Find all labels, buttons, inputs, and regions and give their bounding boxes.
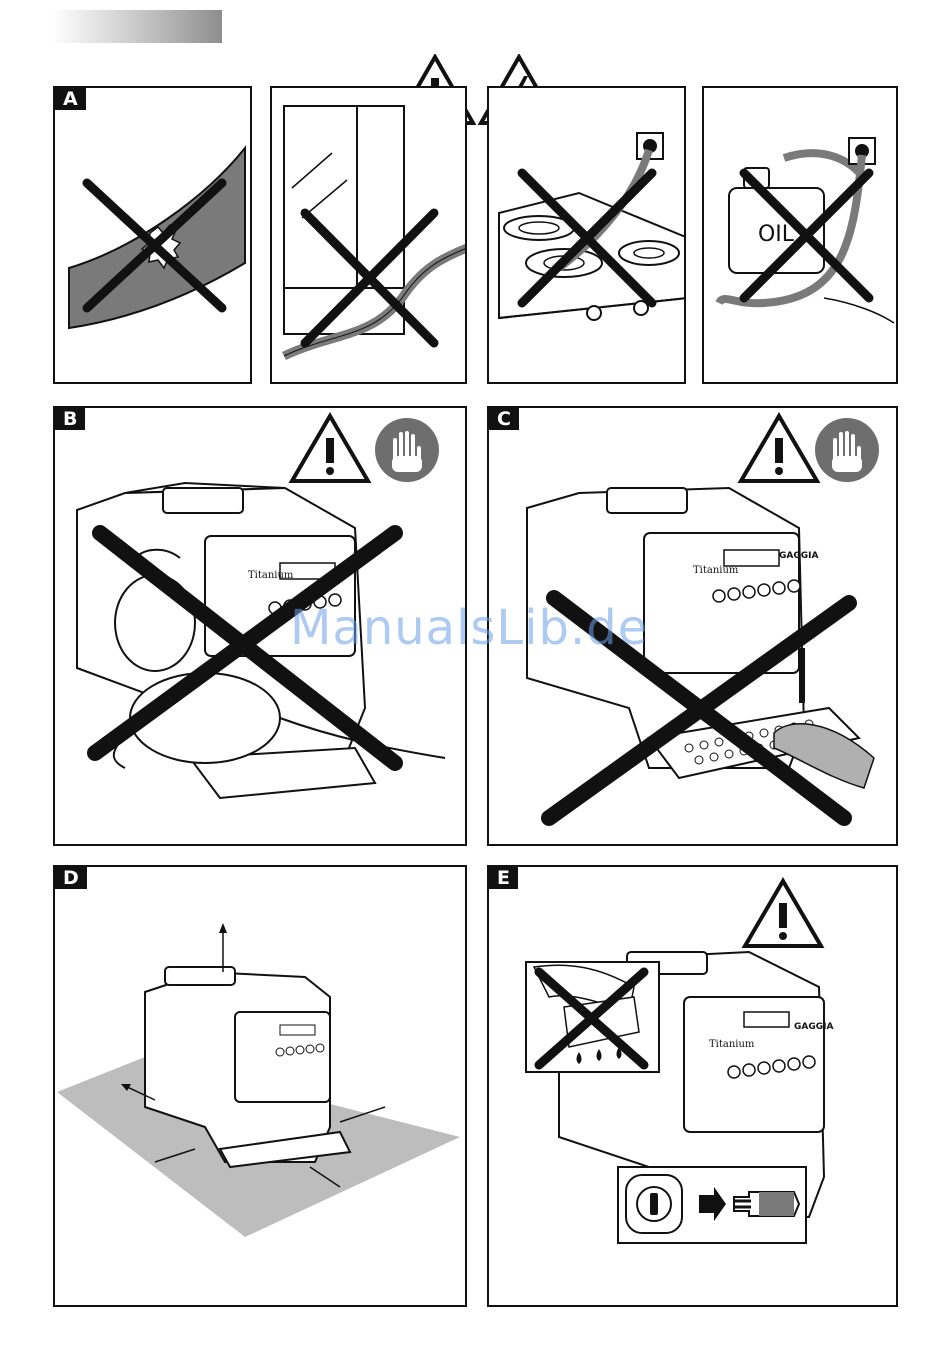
flammable-liquid-icon: OIL [704,88,898,384]
brand-text-e: GAGGIA [794,1022,833,1032]
panel-a-4: OIL [702,86,898,384]
panel-b: B Titanium [53,406,467,846]
brand-text: GAGGIA [779,551,818,561]
panel-label: D [55,867,87,889]
hot-stove-icon [489,88,686,384]
unplug-before-cleaning-illustration: Titanium GAGGIA [489,867,898,1307]
panel-d: D [53,865,467,1307]
panel-c: C Titanium GAGGIA [487,406,898,846]
panel-e: E Titanium GAGGIA [487,865,898,1307]
model-text: Titanium [693,565,739,576]
child-near-machine-illustration: Titanium [55,408,467,846]
header-gradient-bar [52,10,222,43]
panel-label: E [489,867,518,889]
damaged-cable-icon [55,88,252,384]
oil-text: OIL [758,222,795,247]
installation-clearance-illustration [55,867,467,1307]
panel-a-2 [270,86,467,384]
panel-a-3 [487,86,686,384]
panel-label: C [489,408,519,430]
panel-label: A [55,88,86,110]
cable-over-door-icon [272,88,467,384]
brand-text: Titanium [248,570,294,581]
panel-a-1: A [53,86,252,384]
panel-label: B [55,408,85,430]
cleaning-hot-machine-illustration: Titanium GAGGIA [489,408,898,846]
model-text-e: Titanium [709,1039,755,1050]
